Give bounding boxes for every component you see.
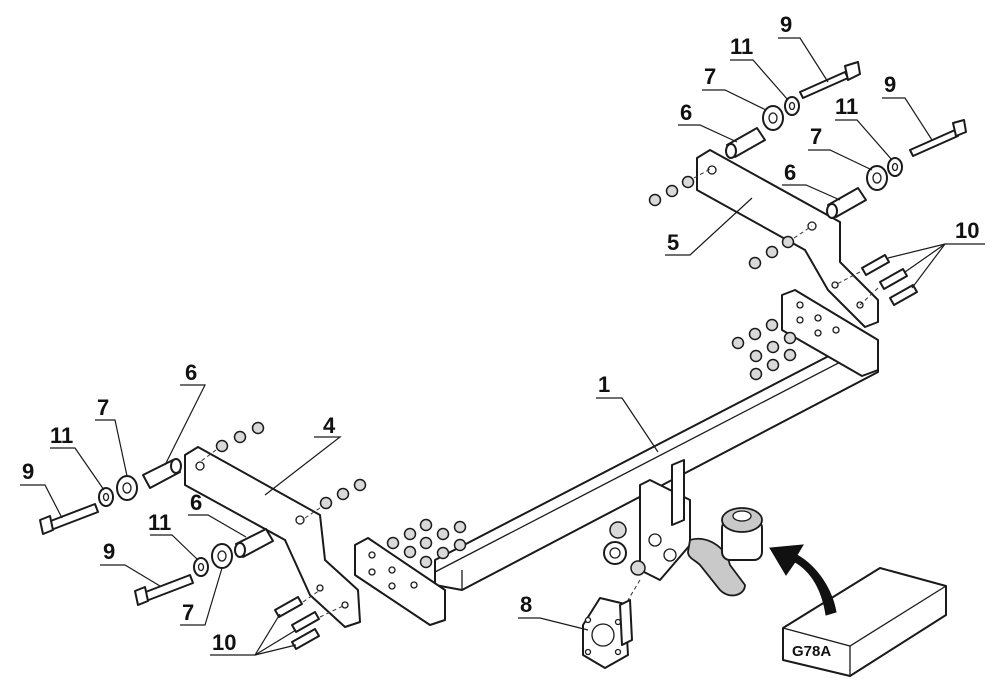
leader-lines	[20, 37, 985, 656]
left-end-flange	[354, 537, 446, 626]
label-part-7-right-upper: 7	[704, 64, 716, 89]
label-part-7-left-upper: 7	[97, 395, 109, 420]
label-part-11-left-lower: 11	[148, 510, 171, 535]
fastener-group-top-right	[648, 61, 967, 381]
label-part-9-right-lower: 9	[884, 72, 896, 97]
label-part-11-left-upper: 11	[50, 423, 73, 448]
label-part-9-right-upper: 9	[780, 12, 792, 37]
label-part-6-right-lower: 6	[784, 160, 796, 185]
label-part-10-right: 10	[955, 218, 979, 243]
label-part-6-right-upper: 6	[680, 100, 692, 125]
right-end-flange	[781, 289, 879, 377]
label-part-7-right-lower: 7	[810, 124, 822, 149]
label-part-5: 5	[667, 230, 679, 255]
package-code-label: G78A	[792, 643, 831, 660]
curved-arrow-icon	[769, 544, 837, 616]
label-part-7-left-lower: 7	[182, 600, 194, 625]
label-part-4: 4	[323, 413, 336, 438]
label-part-11-right-lower: 11	[835, 94, 858, 119]
label-part-1: 1	[598, 372, 610, 397]
socket-plate	[582, 579, 641, 669]
label-part-9-left-lower: 9	[103, 539, 115, 564]
label-part-8: 8	[520, 592, 532, 617]
label-part-10-left: 10	[212, 630, 236, 655]
part-labels: 1 4 5 6 6 6 6 7 7 7 7 8 9 9 9 9 10 10 11…	[22, 12, 979, 655]
label-part-6-left-upper: 6	[185, 360, 197, 385]
package-box: G78A	[782, 567, 947, 677]
label-part-6-left-lower: 6	[190, 490, 202, 515]
fastener-group-left	[39, 421, 467, 650]
tow-ball-assembly	[603, 459, 763, 597]
left-side-bracket	[184, 446, 361, 628]
label-part-9-left-upper: 9	[22, 459, 34, 484]
label-part-11-right-upper: 11	[730, 34, 753, 59]
